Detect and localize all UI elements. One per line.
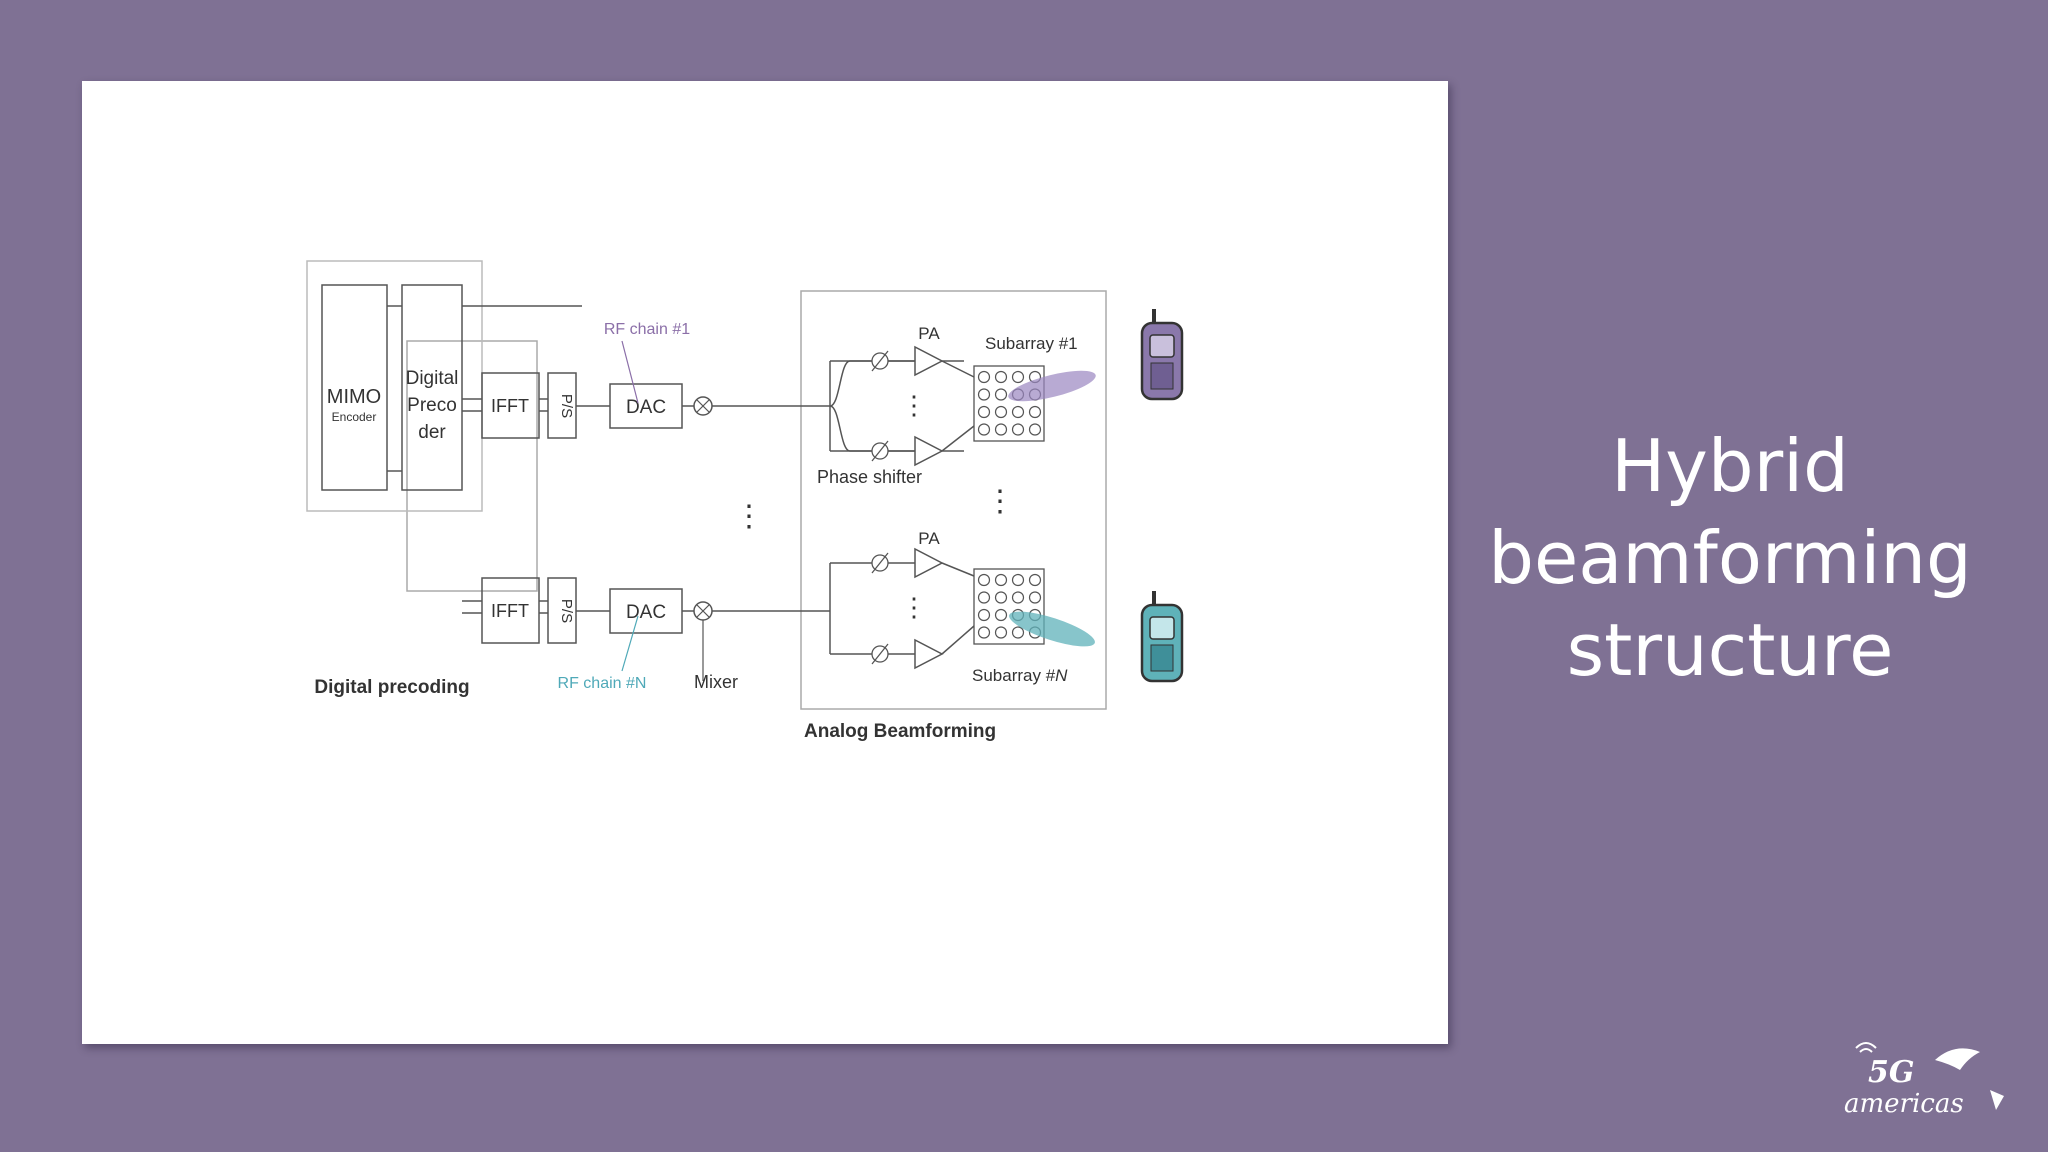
arrow-mark-icon — [1990, 1090, 2004, 1110]
beam-n — [1009, 611, 1095, 647]
antenna-element — [1028, 573, 1042, 587]
antenna-element — [994, 423, 1008, 436]
analog-beamforming-label: Analog Beamforming — [804, 721, 996, 742]
ps-label-1: P/S — [558, 394, 575, 418]
slide-title: Hybrid beamforming structure — [1470, 420, 1990, 696]
phone-icon-n — [1140, 591, 1184, 683]
antenna-element — [1011, 370, 1025, 384]
digital-precoding-label: Digital precoding — [314, 677, 469, 698]
antenna-element — [977, 370, 991, 384]
antenna-element — [1011, 405, 1025, 419]
antenna-element — [977, 573, 991, 587]
antenna-element — [1028, 591, 1042, 604]
title-line-2: beamforming — [1488, 516, 1972, 600]
diagram-image: MIMO Encoder Digital Preco der Digital p… — [82, 81, 1448, 1044]
phase-shifter-label: Phase shifter — [817, 467, 922, 487]
chain-n-row: IFFT P/S DAC Mixer RF chain #N — [462, 577, 738, 692]
ifft-box-n — [481, 577, 540, 644]
antenna-element — [994, 573, 1008, 587]
rf-chain-n-label: RF chain #N — [558, 675, 647, 692]
bird-icon — [1935, 1048, 1980, 1070]
antenna-element — [994, 591, 1008, 604]
digital-precoder-label-1: Digital — [406, 368, 459, 389]
subarray-ellipsis: ⋮ — [985, 485, 1015, 518]
antenna-element — [977, 626, 991, 639]
antenna-element — [977, 591, 991, 604]
antenna-element — [1028, 405, 1042, 419]
ifft-label-1: IFFT — [491, 396, 529, 416]
digital-precoder-label-2: Preco — [407, 395, 457, 416]
antenna-element — [977, 405, 991, 419]
chain-ellipsis: ⋮ — [734, 500, 764, 533]
antenna-element — [994, 370, 1008, 384]
digital-precoder-label-3: der — [418, 422, 446, 443]
mimo-label: MIMO — [327, 386, 381, 408]
ifft-label-n: IFFT — [491, 601, 529, 621]
pa-ellipsis-1: ⋮ — [901, 390, 927, 420]
antenna-element — [1011, 573, 1025, 587]
analog-branch-n: PA ⋮ — [712, 529, 975, 670]
pa-icon — [914, 547, 944, 579]
antenna-element — [994, 405, 1008, 419]
antenna-element — [994, 626, 1008, 639]
pa-icon — [914, 435, 944, 467]
subarray-1: Subarray #1 — [973, 334, 1096, 442]
pa-ellipsis-n: ⋮ — [901, 592, 927, 622]
antenna-element — [994, 608, 1008, 622]
signal-icon — [1855, 1042, 1877, 1053]
title-line-3: structure — [1566, 608, 1894, 692]
antenna-element — [994, 388, 1008, 401]
phone-icon-1 — [1140, 309, 1184, 401]
beam-1 — [1008, 370, 1096, 402]
5g-americas-logo: 5G americas — [1840, 1040, 2020, 1120]
antenna-element — [1028, 423, 1042, 436]
subarray-n-label: Subarray #N — [972, 666, 1068, 685]
subarray-1-label: Subarray #1 — [985, 334, 1078, 353]
hybrid-beamforming-diagram: MIMO Encoder Digital Preco der Digital p… — [306, 260, 1184, 742]
rf-chain-1-label: RF chain #1 — [604, 321, 690, 338]
pa-label-1: PA — [918, 324, 940, 343]
analog-branch-1: PA ⋮ Phase shifter — [712, 324, 975, 487]
antenna-element — [1011, 626, 1025, 639]
mixer-label: Mixer — [694, 672, 738, 692]
digital-precoding-box — [406, 340, 538, 592]
digital-precoder-box — [401, 284, 463, 491]
dac-label-1: DAC — [626, 397, 666, 418]
antenna-element — [1011, 423, 1025, 436]
antenna-element — [1011, 591, 1025, 604]
analog-beamforming-box — [800, 290, 1107, 710]
pa-label-n: PA — [918, 529, 940, 548]
encoder-label: Encoder — [332, 410, 377, 424]
antenna-element — [977, 608, 991, 622]
pa-icon — [914, 638, 944, 670]
ifft-box-1 — [481, 372, 540, 439]
dac-label-n: DAC — [626, 602, 666, 623]
pa-icon — [914, 345, 944, 377]
ps-label-n: P/S — [558, 599, 575, 623]
logo-americas: americas — [1844, 1089, 1964, 1119]
chain-1-row: IFFT P/S DAC RF chain #1 — [462, 321, 713, 439]
antenna-element — [977, 423, 991, 436]
subarray-n: Subarray #N — [972, 568, 1095, 685]
antenna-element — [977, 388, 991, 401]
mimo-box — [321, 284, 388, 491]
title-line-1: Hybrid — [1611, 424, 1849, 508]
logo-5g: 5G — [1868, 1055, 1915, 1090]
